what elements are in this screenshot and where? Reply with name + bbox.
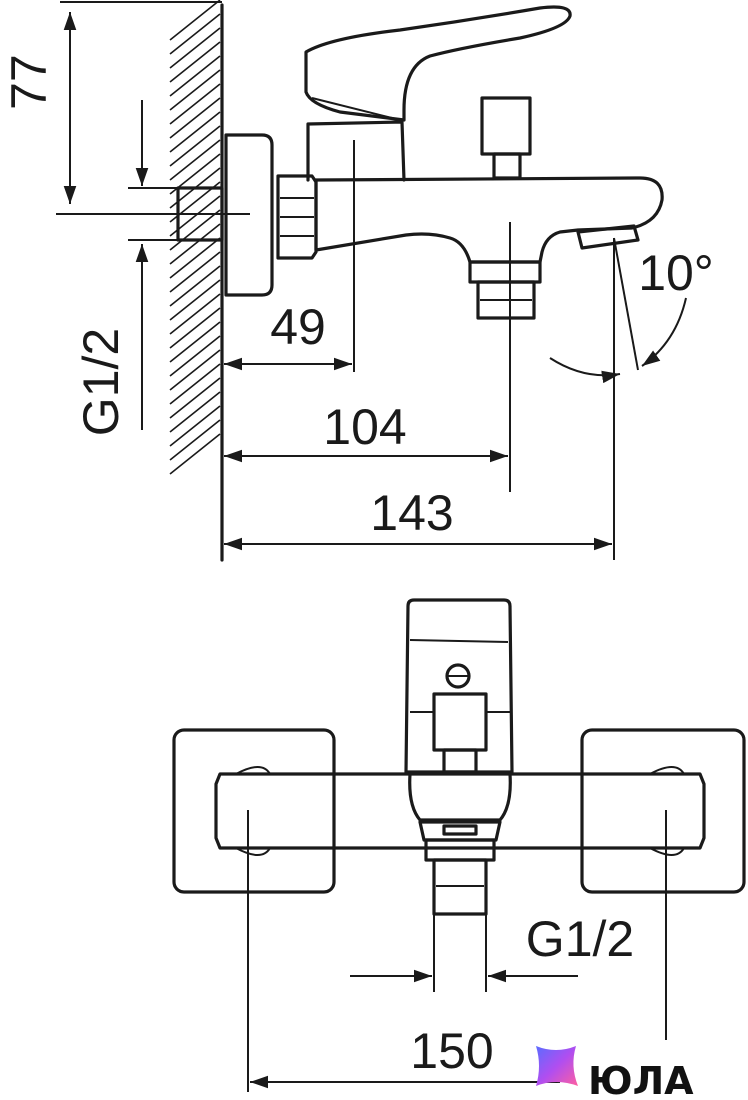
lever-front-edge [409,639,509,643]
dim-reach-label: 143 [370,485,453,541]
hatch-line [169,83,221,125]
angle-arc-right [641,297,687,367]
hatch-line [169,97,221,139]
dim-angle-label: 10° [638,245,714,301]
shower-outlet-nut [432,858,488,916]
hatch-line [169,265,221,307]
aerator [418,820,502,842]
brand-logo: ЮЛА [536,1046,694,1100]
hatch-line [169,0,221,41]
hatch-line [169,41,221,83]
right-flange [580,728,746,894]
dim-centres-label: 150 [410,1023,493,1079]
hatch-line [169,223,221,265]
diverter-stem [442,748,478,774]
dim-thread-label: G1/2 [73,328,129,436]
hatch-line [169,251,221,293]
wall-flange [224,133,274,297]
hatch-line [169,69,221,111]
dim-front-thread-label: G1/2 [526,911,634,967]
hatch-line [169,209,221,251]
right-nut [649,766,685,856]
hatch-line [169,377,221,419]
hatch-line [169,279,221,321]
lever-housing [404,598,514,774]
lever-handle [304,5,572,122]
hatch-line [169,13,221,55]
brand-mark-icon [536,1046,578,1086]
hatch-line [169,139,221,181]
dim-height-label: 77 [1,54,57,110]
hatch-line [169,321,221,363]
hatch-line [169,111,221,153]
cartridge-housing [306,120,406,182]
diverter-knob [480,96,532,156]
shower-connector [468,260,542,284]
aerator-slot [442,824,478,836]
left-nut [235,766,271,856]
diverter-block [432,692,488,752]
spout-front [408,772,512,822]
angle-line [613,237,639,371]
spout-outlet [576,224,640,250]
connection-nut [276,174,318,260]
brand-name: ЮЛА [588,1059,694,1100]
hatch-line [169,307,221,349]
dim-diverter-label: 104 [323,399,406,455]
lever-seam [311,97,401,121]
hatch-line [169,405,221,447]
mixer-body [214,772,706,850]
spout-body [314,176,664,264]
hatch-line [169,237,221,279]
hatch-line [169,433,221,475]
hatch-line [169,391,221,433]
left-flange [172,728,336,894]
hatch-line [169,335,221,377]
hatch-line [169,349,221,391]
hatch-line [169,125,221,167]
diverter-stem [492,152,522,180]
shower-outlet-nut [476,280,536,320]
hatch-line [169,27,221,69]
hatch-line [169,363,221,405]
dim-lever-label: 49 [270,299,326,355]
angle-arc-left [549,357,621,384]
hatch-line [169,419,221,461]
shower-connector [424,838,496,862]
hatch-line [169,55,221,97]
front-view: G1/2 150 [172,598,746,1092]
side-view: 77 G1/2 49 104 143 10° [1,0,714,562]
hatch-line [169,293,221,335]
